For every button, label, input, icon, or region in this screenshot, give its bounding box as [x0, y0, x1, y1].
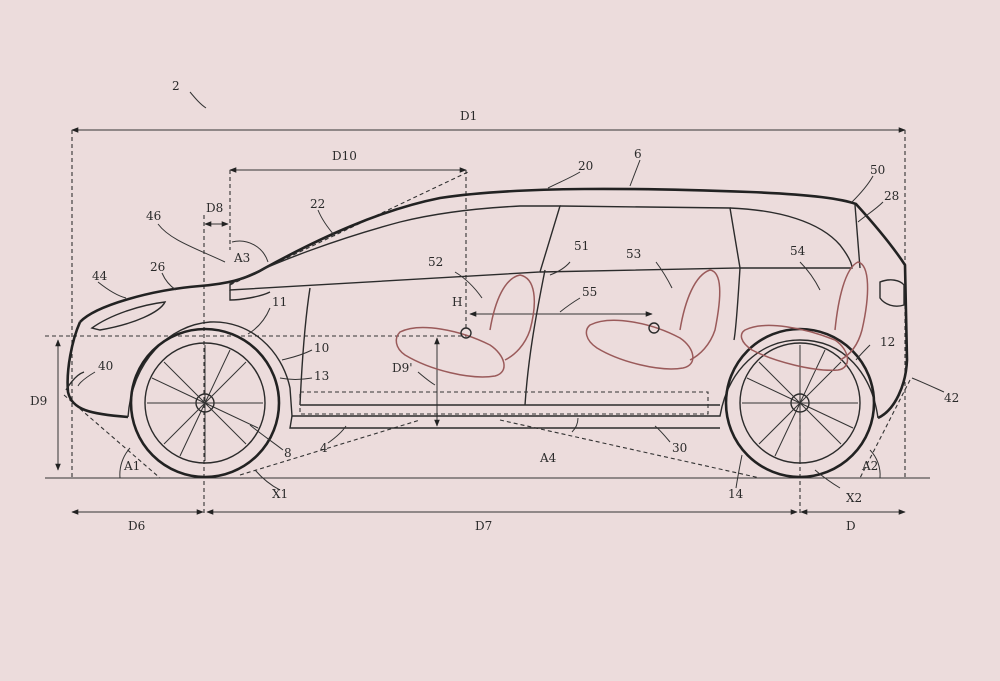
label-ref-2: 2	[172, 79, 180, 93]
label-d10: D10	[332, 149, 357, 163]
label-d9-prime: D9'	[392, 361, 413, 375]
rear-seat	[740, 261, 869, 371]
label-55: 55	[582, 285, 597, 299]
label-28: 28	[884, 189, 899, 203]
label-x2: X2	[846, 491, 862, 505]
label-d9: D9	[30, 394, 47, 408]
labels: 2 D1 D10 D8 D9 D9' D6 D7 D A1 A2 A3 A4 H…	[30, 79, 959, 533]
label-x1: X1	[272, 487, 288, 501]
label-52: 52	[428, 255, 443, 269]
label-14: 14	[728, 487, 744, 501]
label-54: 54	[790, 244, 806, 258]
label-h: H	[452, 295, 462, 309]
label-30: 30	[672, 441, 687, 455]
label-a4: A4	[539, 451, 557, 465]
label-d7: D7	[475, 519, 492, 533]
label-51: 51	[574, 239, 589, 253]
label-d1: D1	[460, 109, 477, 123]
label-44: 44	[92, 269, 108, 283]
label-4: 4	[320, 441, 328, 455]
label-d6: D6	[128, 519, 145, 533]
front-wheel	[129, 327, 281, 479]
label-a2: A2	[861, 459, 878, 473]
middle-seat	[585, 269, 721, 370]
label-53: 53	[626, 247, 641, 261]
leader-lines	[77, 91, 945, 491]
label-22: 22	[310, 197, 325, 211]
label-a3: A3	[233, 251, 250, 265]
label-46: 46	[146, 209, 161, 223]
vehicle-body	[65, 187, 909, 429]
label-42: 42	[944, 391, 959, 405]
label-13: 13	[314, 369, 329, 383]
label-8: 8	[284, 446, 292, 460]
label-d8: D8	[206, 201, 223, 215]
label-d: D	[846, 519, 856, 533]
label-10: 10	[314, 341, 329, 355]
label-12: 12	[880, 335, 895, 349]
dimension-lines	[45, 127, 930, 515]
label-11: 11	[272, 295, 287, 309]
label-26: 26	[150, 260, 165, 274]
label-6: 6	[634, 147, 642, 161]
label-a1: A1	[123, 459, 140, 473]
label-50: 50	[870, 163, 885, 177]
front-seat	[395, 274, 536, 378]
label-40: 40	[98, 359, 113, 373]
label-20: 20	[578, 159, 593, 173]
